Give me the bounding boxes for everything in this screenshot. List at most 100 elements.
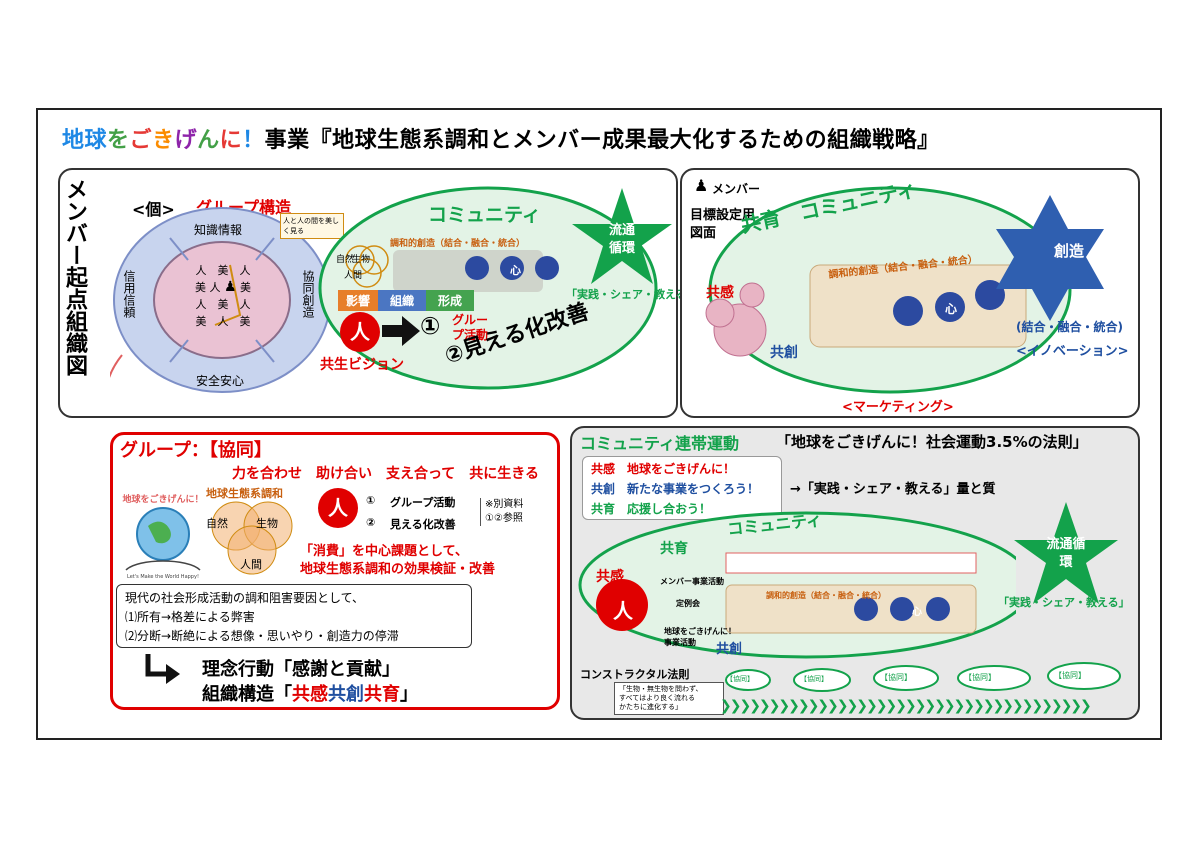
goal-setting-label: 目標設定用 [690,208,756,223]
globe-icon [125,507,201,571]
row1-key: 共感 [591,462,616,476]
chain-label: 【協同】 [1054,671,1086,680]
person-char: 人 [209,281,221,294]
structure-prefix: 組織構造「 [202,684,292,705]
movement-star-text: 流通循環 [1046,537,1086,570]
venn-nature-label: 自然 [206,517,228,530]
individual-label: <個> [132,200,175,219]
right-arrow-icon [382,316,420,346]
title-char: ん [197,128,220,153]
earth-activity-line2: 事業活動 [664,638,696,647]
group-item2-num: ② [366,516,376,529]
title-colored-prefix: 地球をごきげんに！ [62,128,265,153]
elbow-arrow-icon [145,654,180,684]
reference-note-line: ※別資料 [485,499,524,510]
structure-suffix: 」 [400,684,418,705]
kyokan-label: 共感 [706,285,734,301]
practice-quantity-quality: →「実践・シェア・教える」量と質 [790,482,996,497]
beauty-char: 美 [217,264,229,277]
eco-harmony-title: 地球生態系調和 [206,487,283,500]
person-char: 人 [195,298,207,311]
beauty-char: 美 [239,315,251,328]
constructal-quote-line: 「生物・無生物を問わず、 [619,685,703,693]
marketing-label: <マーケティング> [842,400,954,415]
group-person-icon: 人 [318,488,358,528]
chain-label: 【協同】 [880,673,912,682]
structure-kyoiku: 共育 [364,684,400,705]
row3-key: 共育 [591,502,616,516]
kyoiku-community-diagram [705,186,1104,394]
movement-header: コミュニティ連帯運動 [580,434,740,453]
bar-formation: 形成 [426,290,474,311]
constructal-quote: 「生物・無生物を問わず、 すべてはより良く流れる かたちに進化する」 [614,682,724,715]
harmony-label: 調和的創造（結合・融合・統合） [390,239,526,249]
movement-kyokan: 共感 [596,569,624,585]
ring-left-label: 信用信頼 [122,270,136,318]
movement-kyoiku: 共育 [660,541,688,557]
callout-box: 人と人の間を美しく見る [280,213,344,239]
beauty-char: 美 [194,281,206,294]
group-activity-label: グループ活動 [452,313,489,342]
practice-label: 「実践・シェア・教える」 [566,288,698,301]
chain-label: 【協同】 [964,673,996,682]
movement-harmony: 調和的創造（結合・融合・統合） [766,591,886,600]
row2-value: 新たな事業をつくろう！ [627,482,760,496]
globe-subcaption: Let's Make the World Happy! [127,574,199,580]
obstruction-line: ⑵分断→断絶による想像・思いやり・創造力の停滞 [125,629,399,643]
obstruction-line: 現代の社会形成活動の調和阻害要因として、 [125,591,365,605]
beauty-char: 美 [240,281,252,294]
reference-note: ※別資料 ①②参照 [480,498,523,526]
member-person-icon: ♟ [694,176,709,195]
venn-human-label: 人間 [240,558,262,571]
structure-kyokan: 共感 [292,684,328,705]
consume-line-1: 「消費」を中心課題として、 [300,544,468,559]
title-char: 地 [62,128,85,153]
member-activity-label: メンバー事業活動 [660,577,724,586]
consume-line-2: 地球生態系調和の効果検証・改善 [300,562,496,577]
group-item1: グループ活動 [390,496,456,509]
eco-venn-diagram [211,501,293,575]
person-char: 人 [195,264,207,277]
group-item1-num: ① [366,494,376,507]
group-activity-num: ① [420,312,441,340]
title-rest: 事業『地球生態系調和とメンバー成果最大化するための組織戦略』 [264,128,940,153]
vision-person-icon: 人 [340,312,380,352]
philosophy-line: 理念行動「感謝と貢献」 [202,659,400,680]
individual-ring-diagram [110,207,331,393]
movement-person-icon: 人 [613,599,633,623]
right-heart-mark: 心 [945,302,958,316]
group-slogan: 力を合わせ 助け合い 支え合って 共に生きる [232,466,540,482]
ring-bottom-label: 安全安心 [196,374,245,388]
diagram-label: 図面 [690,226,717,241]
meeting-label: 定例会 [676,599,700,608]
star-text: 流通循環 [608,223,635,256]
group-item2: 見える化改善 [390,518,456,531]
row1-value: 地球をごきげんに！ [627,462,736,476]
movement-practice: 「実践・シェア・教える」 [998,596,1130,609]
kyo-three-box: 共感 地球をごきげんに！ 共創 新たな事業をつくろう！ 共育 応援し合おう！ [582,456,782,520]
constructal-chain: 【協同】 【協同】 【協同】 【協同】 【協同】 [724,660,1124,694]
movement-law: 「地球をごきげんに！社会運動3.5%の法則」 [776,433,1088,451]
title-char: を [107,128,130,153]
reference-note-line: ①②参照 [485,513,523,524]
member-label: メンバー [712,182,761,196]
structure-line: 組織構造「共感共創共育」 [202,680,418,706]
structure-kyoso: 共創 [328,684,364,705]
chain-label: 【協同】 [800,675,828,683]
movement-star-icon [1014,502,1118,604]
venn-nature: 自然 [336,255,355,265]
kyoso-label: 共創 [770,345,798,361]
bar-influence: 影響 [338,290,378,311]
group-header: グループ：【協同】 [120,440,272,461]
bars-row: 影響 組織 形成 [338,290,474,311]
person-char: 人 [239,298,251,311]
creation-hex-text: 創造 [1054,242,1085,260]
earth-activity-line1: 地球をごきげんに！ [664,627,736,636]
member-org-vertical-title: メンバー起点組織図 [62,178,87,376]
person-char: 人 [217,315,229,328]
title-char: に [219,128,243,153]
beauty-char: 美 [217,298,229,311]
movement-heart: 心 [912,607,922,618]
title-char: ご [129,128,153,153]
title-char: ！ [242,128,265,153]
